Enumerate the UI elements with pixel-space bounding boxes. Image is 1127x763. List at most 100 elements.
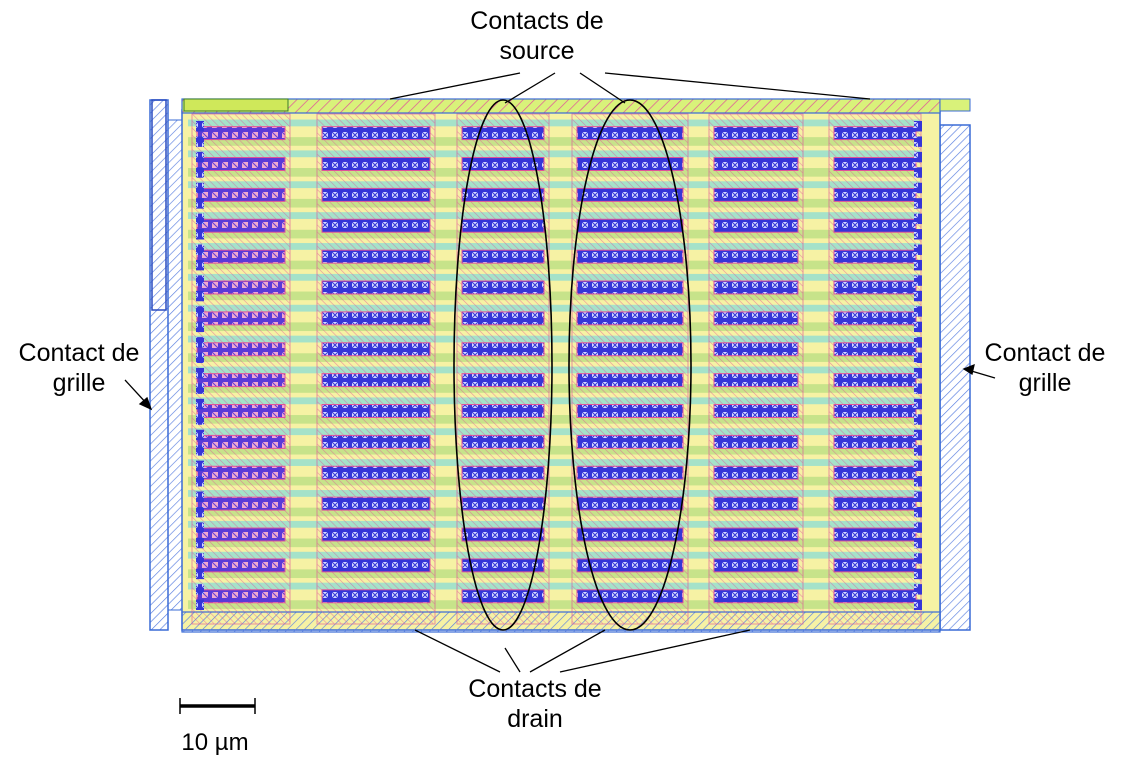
poly-stripe <box>188 137 920 146</box>
gate-contact <box>196 368 204 379</box>
contact-cell <box>196 280 286 295</box>
contact-cell <box>833 373 917 388</box>
left-gate-label-line2: grille <box>52 369 106 397</box>
gate-contact <box>196 568 204 580</box>
contact-cell <box>576 373 684 388</box>
gate-contact <box>196 229 204 240</box>
contact-cell <box>461 126 545 141</box>
contact-cell <box>713 126 799 141</box>
contact-cell <box>461 311 545 326</box>
contact-cell <box>576 496 684 511</box>
gate-contact <box>914 213 922 225</box>
contact-cell <box>196 218 286 233</box>
contact-cell <box>196 434 286 449</box>
gate-contact <box>196 213 204 225</box>
gate-contact <box>196 491 204 502</box>
poly-stripe <box>188 415 920 424</box>
contact-cell <box>833 496 917 511</box>
gate-contact <box>196 553 204 564</box>
active-stripe <box>188 181 920 189</box>
gate-contact <box>914 568 922 580</box>
contact-cell <box>833 126 917 141</box>
gate-contact <box>914 553 922 564</box>
highlight-oval <box>453 99 553 631</box>
drain-pointer-line <box>504 647 521 673</box>
source-pointer-line <box>389 72 521 100</box>
contact-cell <box>321 373 431 388</box>
contact-cell <box>461 404 545 418</box>
gate-contact <box>914 506 922 518</box>
contact-cell <box>321 434 431 449</box>
scale-bar <box>179 698 256 714</box>
right-gate-label-line1: Contact de <box>984 339 1106 367</box>
contact-cell <box>461 218 545 233</box>
poly-stripe <box>188 445 920 455</box>
contact-cell <box>196 527 286 542</box>
source-pointer-line <box>504 72 556 104</box>
active-stripe <box>188 212 920 219</box>
drain-pointer-line <box>414 629 501 673</box>
gate-contact <box>914 337 922 348</box>
contact-cell <box>196 311 286 326</box>
contact-cell <box>321 558 431 573</box>
gate-contact <box>196 429 204 441</box>
right-gate-label-line2: grille <box>1018 369 1072 397</box>
contact-cell <box>576 558 684 573</box>
contact-cell <box>576 280 684 295</box>
contact-cell <box>461 465 545 480</box>
contact-cell <box>713 496 799 511</box>
contact-cell <box>713 218 799 233</box>
gate-contact <box>914 460 922 472</box>
poly-stripe <box>188 353 920 362</box>
contact-cell <box>576 465 684 480</box>
contact-cell <box>713 465 799 480</box>
gate-contact <box>914 198 922 209</box>
contact-cell <box>833 558 917 573</box>
contact-cell <box>576 589 684 604</box>
poly-stripe <box>188 229 920 239</box>
gate-contact <box>196 584 204 595</box>
contact-cell <box>713 558 799 573</box>
gate-contact <box>196 476 204 487</box>
right-gate-arrowhead <box>962 363 975 376</box>
active-stripe <box>188 273 920 281</box>
contact-cell <box>713 373 799 388</box>
contact-cell <box>321 126 431 141</box>
gate-contact <box>196 121 204 132</box>
gate-contact <box>196 151 204 163</box>
gate-contact <box>196 506 204 518</box>
gate-contact <box>196 398 204 410</box>
contact-cell <box>713 342 799 357</box>
contact-cell <box>833 527 917 542</box>
contact-cell <box>461 342 545 357</box>
contact-cell <box>196 465 286 480</box>
gate-contact <box>914 599 922 610</box>
gate-contact <box>196 198 204 209</box>
gate-arrows <box>124 363 996 411</box>
poly-stripe <box>188 168 920 177</box>
poly-stripe <box>188 260 920 270</box>
source-pointer-line <box>579 72 626 104</box>
gate-contact <box>196 445 204 456</box>
contact-cell <box>461 434 545 449</box>
highlight-oval <box>568 99 692 631</box>
contact-cell <box>196 404 286 418</box>
contact-cell <box>713 187 799 202</box>
contact-cell <box>461 589 545 604</box>
gate-contact <box>914 121 922 132</box>
contact-cell <box>833 434 917 449</box>
gate-contact <box>196 383 204 394</box>
contact-cell <box>461 249 545 264</box>
gate-contact <box>196 244 204 255</box>
gate-contact <box>914 352 922 363</box>
contact-cell <box>833 311 917 326</box>
poly-stripe <box>188 569 920 579</box>
gate-contact <box>914 182 922 194</box>
source-label-line1: Contacts de <box>470 7 604 35</box>
gate-contact <box>914 383 922 394</box>
contact-cell <box>321 187 431 202</box>
contact-cell <box>321 280 431 295</box>
gate-contact <box>914 259 922 271</box>
contact-cell <box>461 527 545 542</box>
